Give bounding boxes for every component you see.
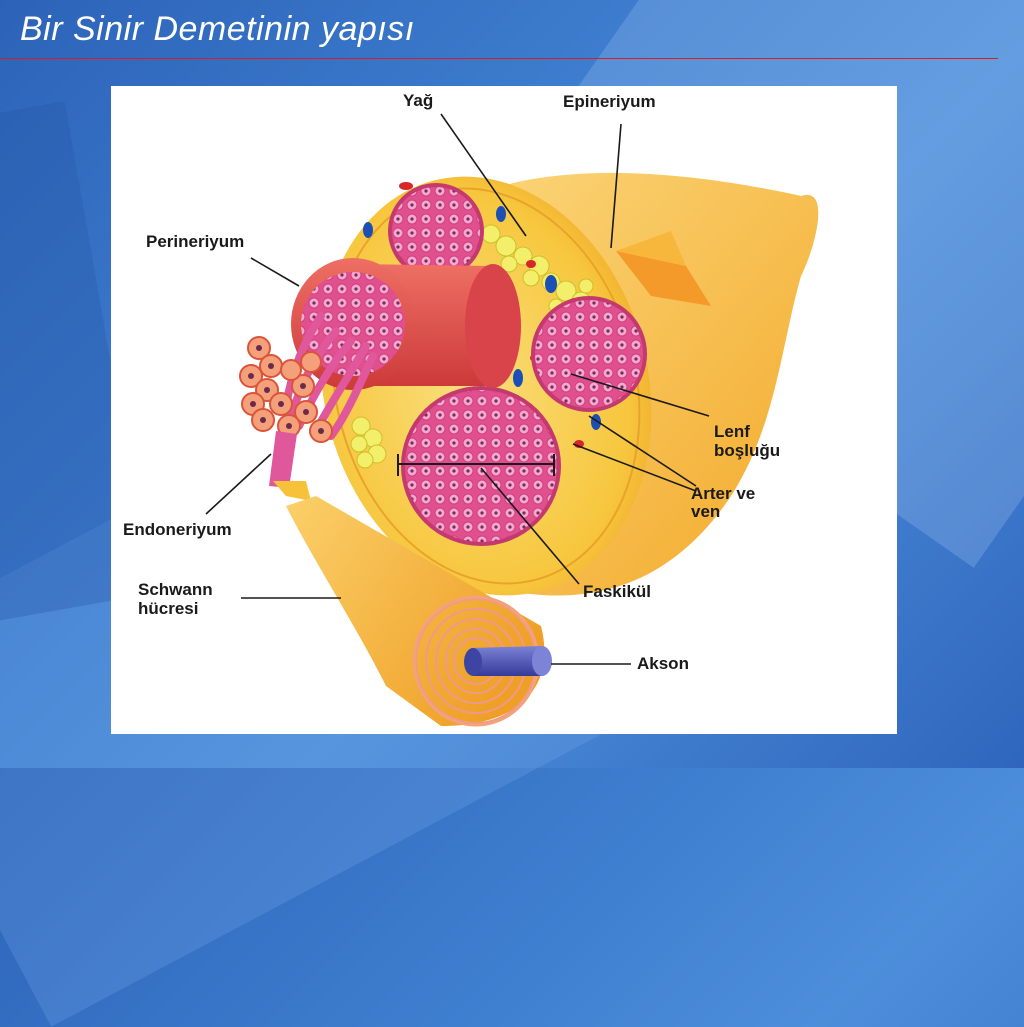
fascicle-diameter-marker [397,454,555,476]
epineurium-flap [616,251,711,306]
label-artery-vein-line2: ven [691,502,721,521]
axon [471,646,543,676]
slide-title: Bir Sinir Demetinin yapısı [20,10,415,48]
label-schwann-line1: Schwann [138,580,213,599]
leader-lines [205,113,710,665]
nerve-diagram: Yağ Epineriyum Perineriyum Lenf boşluğu … [111,86,897,734]
fascicle-top [388,183,484,279]
label-perineurium: Perineriyum [146,232,245,251]
label-epineurium: Epineriyum [563,92,656,111]
fat-cluster [350,416,387,469]
label-fascicle: Faskikül [583,582,652,601]
nerve-illustration [205,113,819,727]
title-divider [0,58,998,59]
label-artery-vein-line1: Arter ve [691,484,756,503]
label-lymph-space-line2: boşluğu [714,441,781,460]
label-fat: Yağ [403,91,434,110]
label-axon: Akson [637,654,689,673]
fascicle-right [531,296,647,412]
fascicle-bottom [401,386,561,546]
label-lymph-space-line1: Lenf [714,422,750,441]
endoneurium-strand [269,431,297,488]
label-endoneurium: Endoneriyum [123,520,232,539]
label-schwann-line2: hücresi [138,599,199,618]
